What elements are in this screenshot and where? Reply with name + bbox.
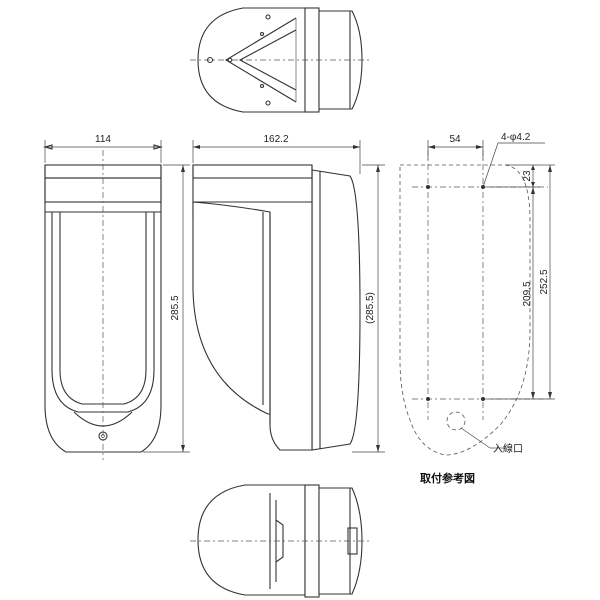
top-view (190, 7, 372, 113)
cable-entry-label: 入線口 (493, 442, 523, 455)
mount-pitch-dim: 209.5 (522, 281, 533, 306)
mount-top-offset-dim: 23 (522, 170, 533, 182)
side-depth-dim: 162.2 (263, 134, 288, 145)
front-height-dim: 285.5 (170, 295, 181, 320)
mounting-reference-caption: 取付参考図 (420, 471, 475, 485)
mounting-reference: 入線口 54 4-φ4.2 23 209.5 252.5 取付参考図 (399, 132, 555, 485)
bottom-view (190, 484, 372, 598)
front-view: 114 285.5 (42, 134, 190, 460)
mount-total-dim: 252.5 (539, 269, 550, 294)
side-height-dim: (285.5) (365, 292, 376, 324)
mount-holes-callout: 4-φ4.2 (501, 132, 531, 143)
cable-entry-hole (446, 411, 466, 431)
side-view: 162.2 (285.5) (192, 134, 385, 453)
mount-hole (426, 397, 430, 401)
mount-spacing-dim: 54 (449, 134, 461, 145)
mount-hole (426, 185, 430, 189)
mount-hole (481, 397, 485, 401)
front-width-dim: 114 (95, 134, 111, 145)
